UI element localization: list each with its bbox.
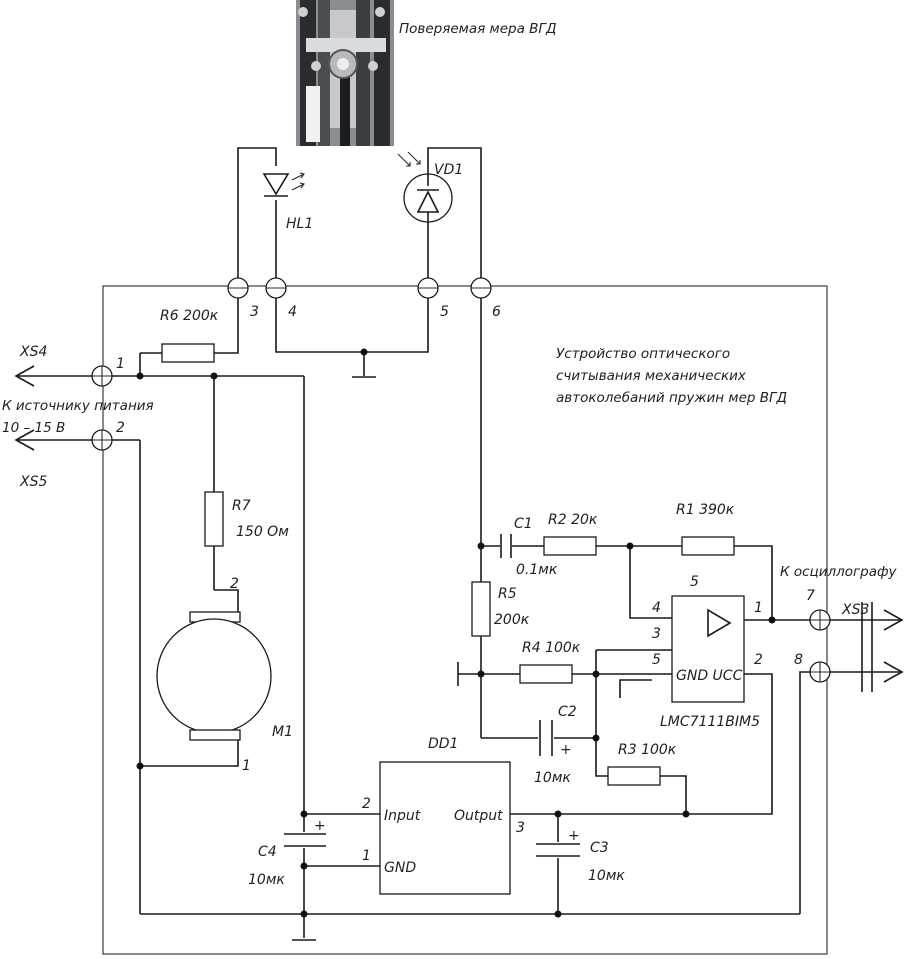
c2-plus: + — [560, 742, 572, 758]
r5-value: 200к — [494, 612, 530, 628]
c3-plus: + — [568, 828, 580, 844]
m1-pin2: 2 — [230, 576, 239, 592]
internal-wiring — [139, 298, 482, 546]
c2-value: 10мк — [534, 770, 571, 786]
dd1-output: Output — [454, 808, 503, 824]
r6-label: R6 200к — [160, 308, 219, 324]
output-rail — [510, 673, 773, 914]
bias-network — [457, 546, 687, 814]
r7-label: R7 — [232, 498, 251, 514]
pin-1: 1 — [116, 356, 125, 372]
opamp-label: LMC7111BIM5 — [660, 714, 760, 730]
r5-label: R5 — [498, 586, 517, 602]
xs4-label: XS4 — [19, 344, 47, 360]
scope-label: К осциллографу — [780, 564, 898, 580]
c4-label: C4 — [258, 844, 277, 860]
pin-8: 8 — [794, 652, 803, 668]
xs5-label: XS5 — [19, 474, 47, 490]
opamp-triangle — [707, 608, 732, 638]
r7-value: 150 Ом — [236, 524, 289, 540]
c3-label: C3 — [590, 840, 609, 856]
r2-label: R2 20к — [548, 512, 598, 528]
opamp-gnd-ucc: GND UCC — [676, 668, 743, 684]
photo-label: Поверяемая мера ВГД — [399, 21, 557, 37]
r6-resistor — [161, 343, 215, 363]
m1-label: M1 — [272, 724, 293, 740]
r3-label: R3 100к — [618, 742, 677, 758]
source-label-line2: 10 – 15 В — [2, 420, 65, 436]
opamp-pin1: 1 — [754, 600, 763, 616]
dd1-regulator — [379, 761, 511, 895]
dd1-label: DD1 — [428, 736, 458, 752]
vd1-label: VD1 — [434, 162, 463, 178]
pin-7: 7 — [806, 588, 815, 604]
device-label-line3: автоколебаний пружин мер ВГД — [556, 390, 787, 406]
gauge-photo — [296, 0, 394, 146]
dd1-gnd: GND — [384, 860, 416, 876]
opamp-pin4: 4 — [652, 600, 661, 616]
pin-3: 3 — [250, 304, 259, 320]
pin-2: 2 — [116, 420, 125, 436]
dd1-pin1: 1 — [362, 848, 371, 864]
dd1-pin2: 2 — [362, 796, 371, 812]
input-filter — [481, 534, 773, 620]
r4-label: R4 100к — [522, 640, 581, 656]
supply-connectors — [14, 365, 304, 451]
motor-branch — [139, 376, 272, 914]
hl1-led — [262, 172, 305, 197]
c3-value: 10мк — [588, 868, 625, 884]
hl1-label: HL1 — [286, 216, 313, 232]
c4-value: 10мк — [248, 872, 285, 888]
opamp-pin2: 2 — [754, 652, 763, 668]
opamp-pin5a: 5 — [652, 652, 661, 668]
dd1-input: Input — [384, 808, 421, 824]
dd1-pin3: 3 — [516, 820, 525, 836]
source-label-line1: К источнику питания — [2, 398, 154, 414]
scope-output — [744, 602, 904, 914]
pin-5: 5 — [440, 304, 449, 320]
device-label-line2: считывания механических — [556, 368, 747, 384]
c1-label: C1 — [514, 516, 533, 532]
opamp-pin5: 5 — [690, 574, 699, 590]
pin-6: 6 — [492, 304, 501, 320]
opamp-pin3: 3 — [652, 626, 661, 642]
device-label-line1: Устройство оптического — [556, 346, 730, 362]
top-connectors — [227, 277, 492, 299]
xs3-label: XS3 — [841, 602, 869, 618]
r1-label: R1 390к — [676, 502, 735, 518]
vd1-photodiode — [397, 151, 453, 226]
c4-plus: + — [314, 818, 326, 834]
m1-pin1: 1 — [242, 758, 251, 774]
c2-label: C2 — [558, 704, 577, 720]
c1-value: 0.1мк — [516, 562, 558, 578]
pin-4: 4 — [288, 304, 297, 320]
sensor-wires — [237, 147, 482, 287]
